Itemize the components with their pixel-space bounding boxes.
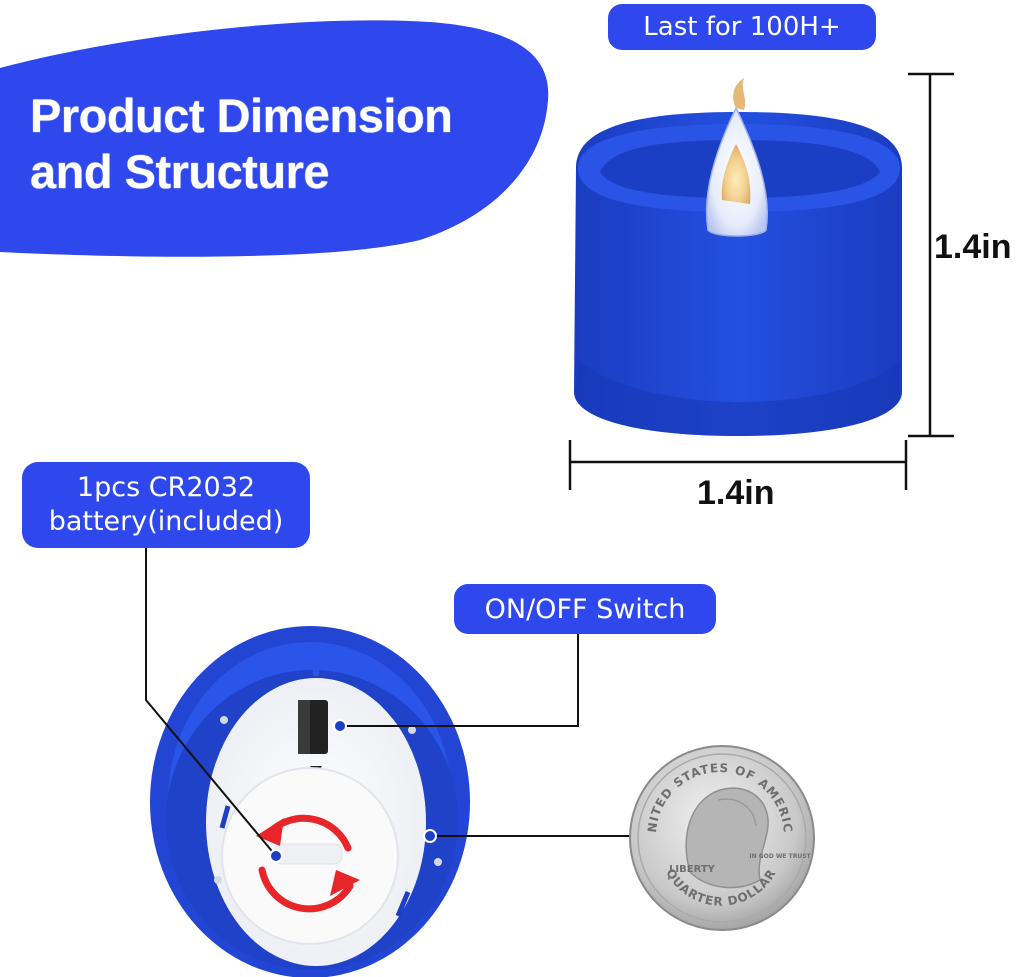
size-callout-line — [423, 829, 640, 843]
height-label: 1.4in — [934, 228, 1012, 266]
battery-badge: 1pcs CR2032 battery(included) — [22, 462, 310, 548]
battery-badge-line2: battery(included) — [48, 506, 284, 537]
battery-badge-line1: 1pcs CR2032 — [76, 472, 256, 503]
page-title: Product Dimension and Structure — [30, 88, 453, 200]
page-title-line2: and Structure — [30, 145, 330, 198]
width-dimension-line — [568, 440, 908, 490]
page-title-line1: Product Dimension — [30, 89, 453, 142]
switch-badge: ON/OFF Switch — [454, 584, 716, 634]
battery-callout-line — [145, 548, 283, 863]
height-dimension-line — [908, 72, 954, 438]
switch-callout-line — [333, 634, 579, 733]
candle-underside — [150, 626, 470, 977]
width-label: 1.4in — [697, 474, 775, 512]
duration-badge: Last for 100H+ — [608, 4, 876, 50]
tealight-candle — [574, 78, 902, 436]
heading-blob — [0, 20, 549, 257]
coin-motto-text: IN GOD WE TRUST — [749, 853, 811, 860]
arrow-head-icon — [256, 818, 284, 846]
arrow-head-icon — [330, 870, 360, 896]
coin-liberty-text: LIBERTY — [669, 864, 716, 875]
